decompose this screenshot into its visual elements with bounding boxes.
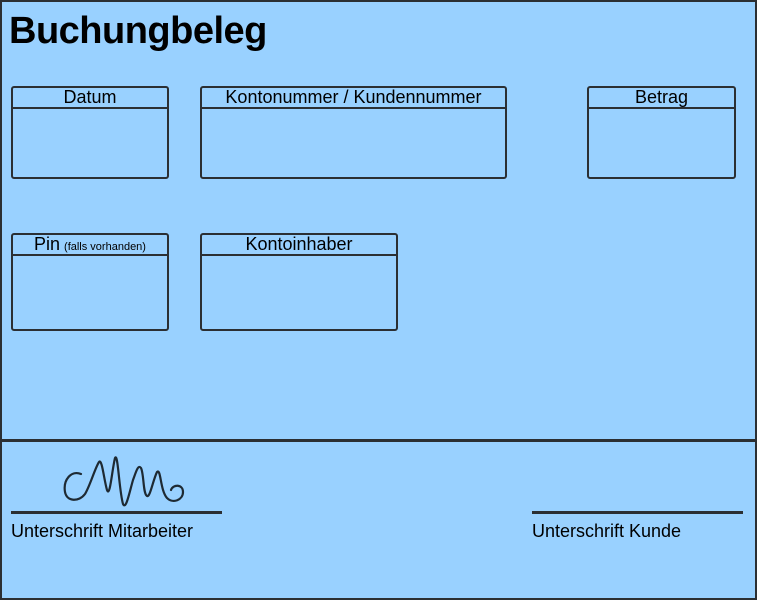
field-pin-note: (falls vorhanden) (64, 241, 146, 253)
section-divider (2, 439, 755, 442)
field-kontoinhaber-input[interactable] (202, 256, 396, 329)
field-pin-input[interactable] (13, 256, 167, 329)
field-kontoinhaber[interactable]: Kontoinhaber (200, 233, 398, 331)
field-kontonummer[interactable]: Kontonummer / Kundennummer (200, 86, 507, 179)
field-kontonummer-label: Kontonummer / Kundennummer (202, 88, 505, 109)
form-title: Buchungbeleg (9, 10, 267, 52)
field-betrag-label: Betrag (589, 88, 734, 109)
field-betrag[interactable]: Betrag (587, 86, 736, 179)
field-pin-label: Pin(falls vorhanden) (13, 235, 167, 256)
customer-signature-line[interactable] (532, 511, 743, 514)
employee-signature-line[interactable] (11, 511, 222, 514)
field-betrag-input[interactable] (589, 109, 734, 177)
employee-signature-label: Unterschrift Mitarbeiter (11, 521, 194, 541)
customer-signature-label: Unterschrift Kunde (532, 521, 682, 541)
field-datum[interactable]: Datum (11, 86, 169, 179)
employee-signature-image (63, 456, 185, 507)
field-datum-label: Datum (13, 88, 167, 109)
field-datum-input[interactable] (13, 109, 167, 177)
field-kontoinhaber-label: Kontoinhaber (202, 235, 396, 256)
field-kontonummer-input[interactable] (202, 109, 505, 177)
field-pin-title: Pin (34, 234, 61, 254)
field-pin[interactable]: Pin(falls vorhanden) (11, 233, 169, 331)
